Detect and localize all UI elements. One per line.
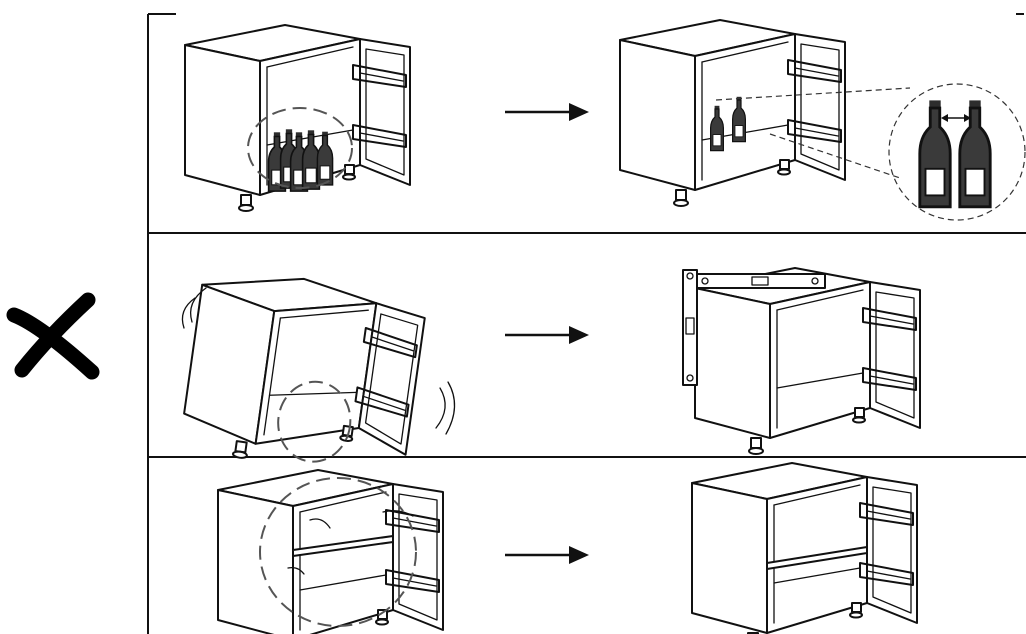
illustration-fridge-levelled bbox=[682, 267, 921, 455]
illustration-shelves-secured bbox=[691, 462, 918, 634]
panel-levelling bbox=[178, 264, 921, 482]
illustration-bottles-separated bbox=[619, 19, 1026, 221]
panel-door-shelves bbox=[217, 462, 918, 634]
illustration-bottles-touching bbox=[184, 24, 411, 212]
arrow-right-icon bbox=[503, 324, 591, 346]
arrow-right-icon bbox=[503, 101, 591, 123]
panel-frame bbox=[147, 13, 1026, 634]
bottle-spacing-detail bbox=[888, 83, 1026, 221]
spirit-level-icon bbox=[694, 273, 826, 289]
arrow-right-icon bbox=[503, 544, 591, 566]
spirit-level-icon bbox=[682, 269, 698, 386]
vibration-lines bbox=[287, 510, 414, 575]
panel-bottles bbox=[184, 19, 1026, 221]
vibration-lines bbox=[181, 287, 456, 435]
illustration-fridge-tilted bbox=[178, 264, 429, 482]
illustration-shelves-rattling bbox=[217, 469, 444, 634]
cross-icon bbox=[6, 292, 100, 380]
